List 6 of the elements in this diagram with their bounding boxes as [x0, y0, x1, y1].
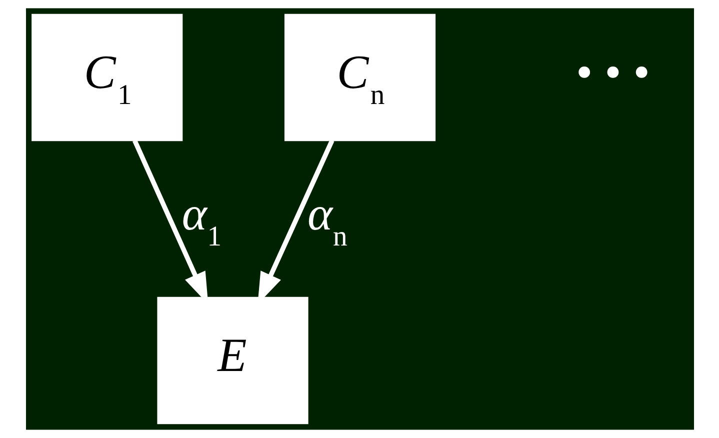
edge-label: α$_{n}$	[307, 187, 347, 252]
node-box: C$_{1}$	[31, 14, 182, 142]
node-box: E	[156, 296, 308, 424]
label: • • •	[575, 46, 649, 99]
node-box: C$_{n}$	[284, 14, 436, 142]
edge-label: α$_{1}$	[181, 187, 222, 252]
